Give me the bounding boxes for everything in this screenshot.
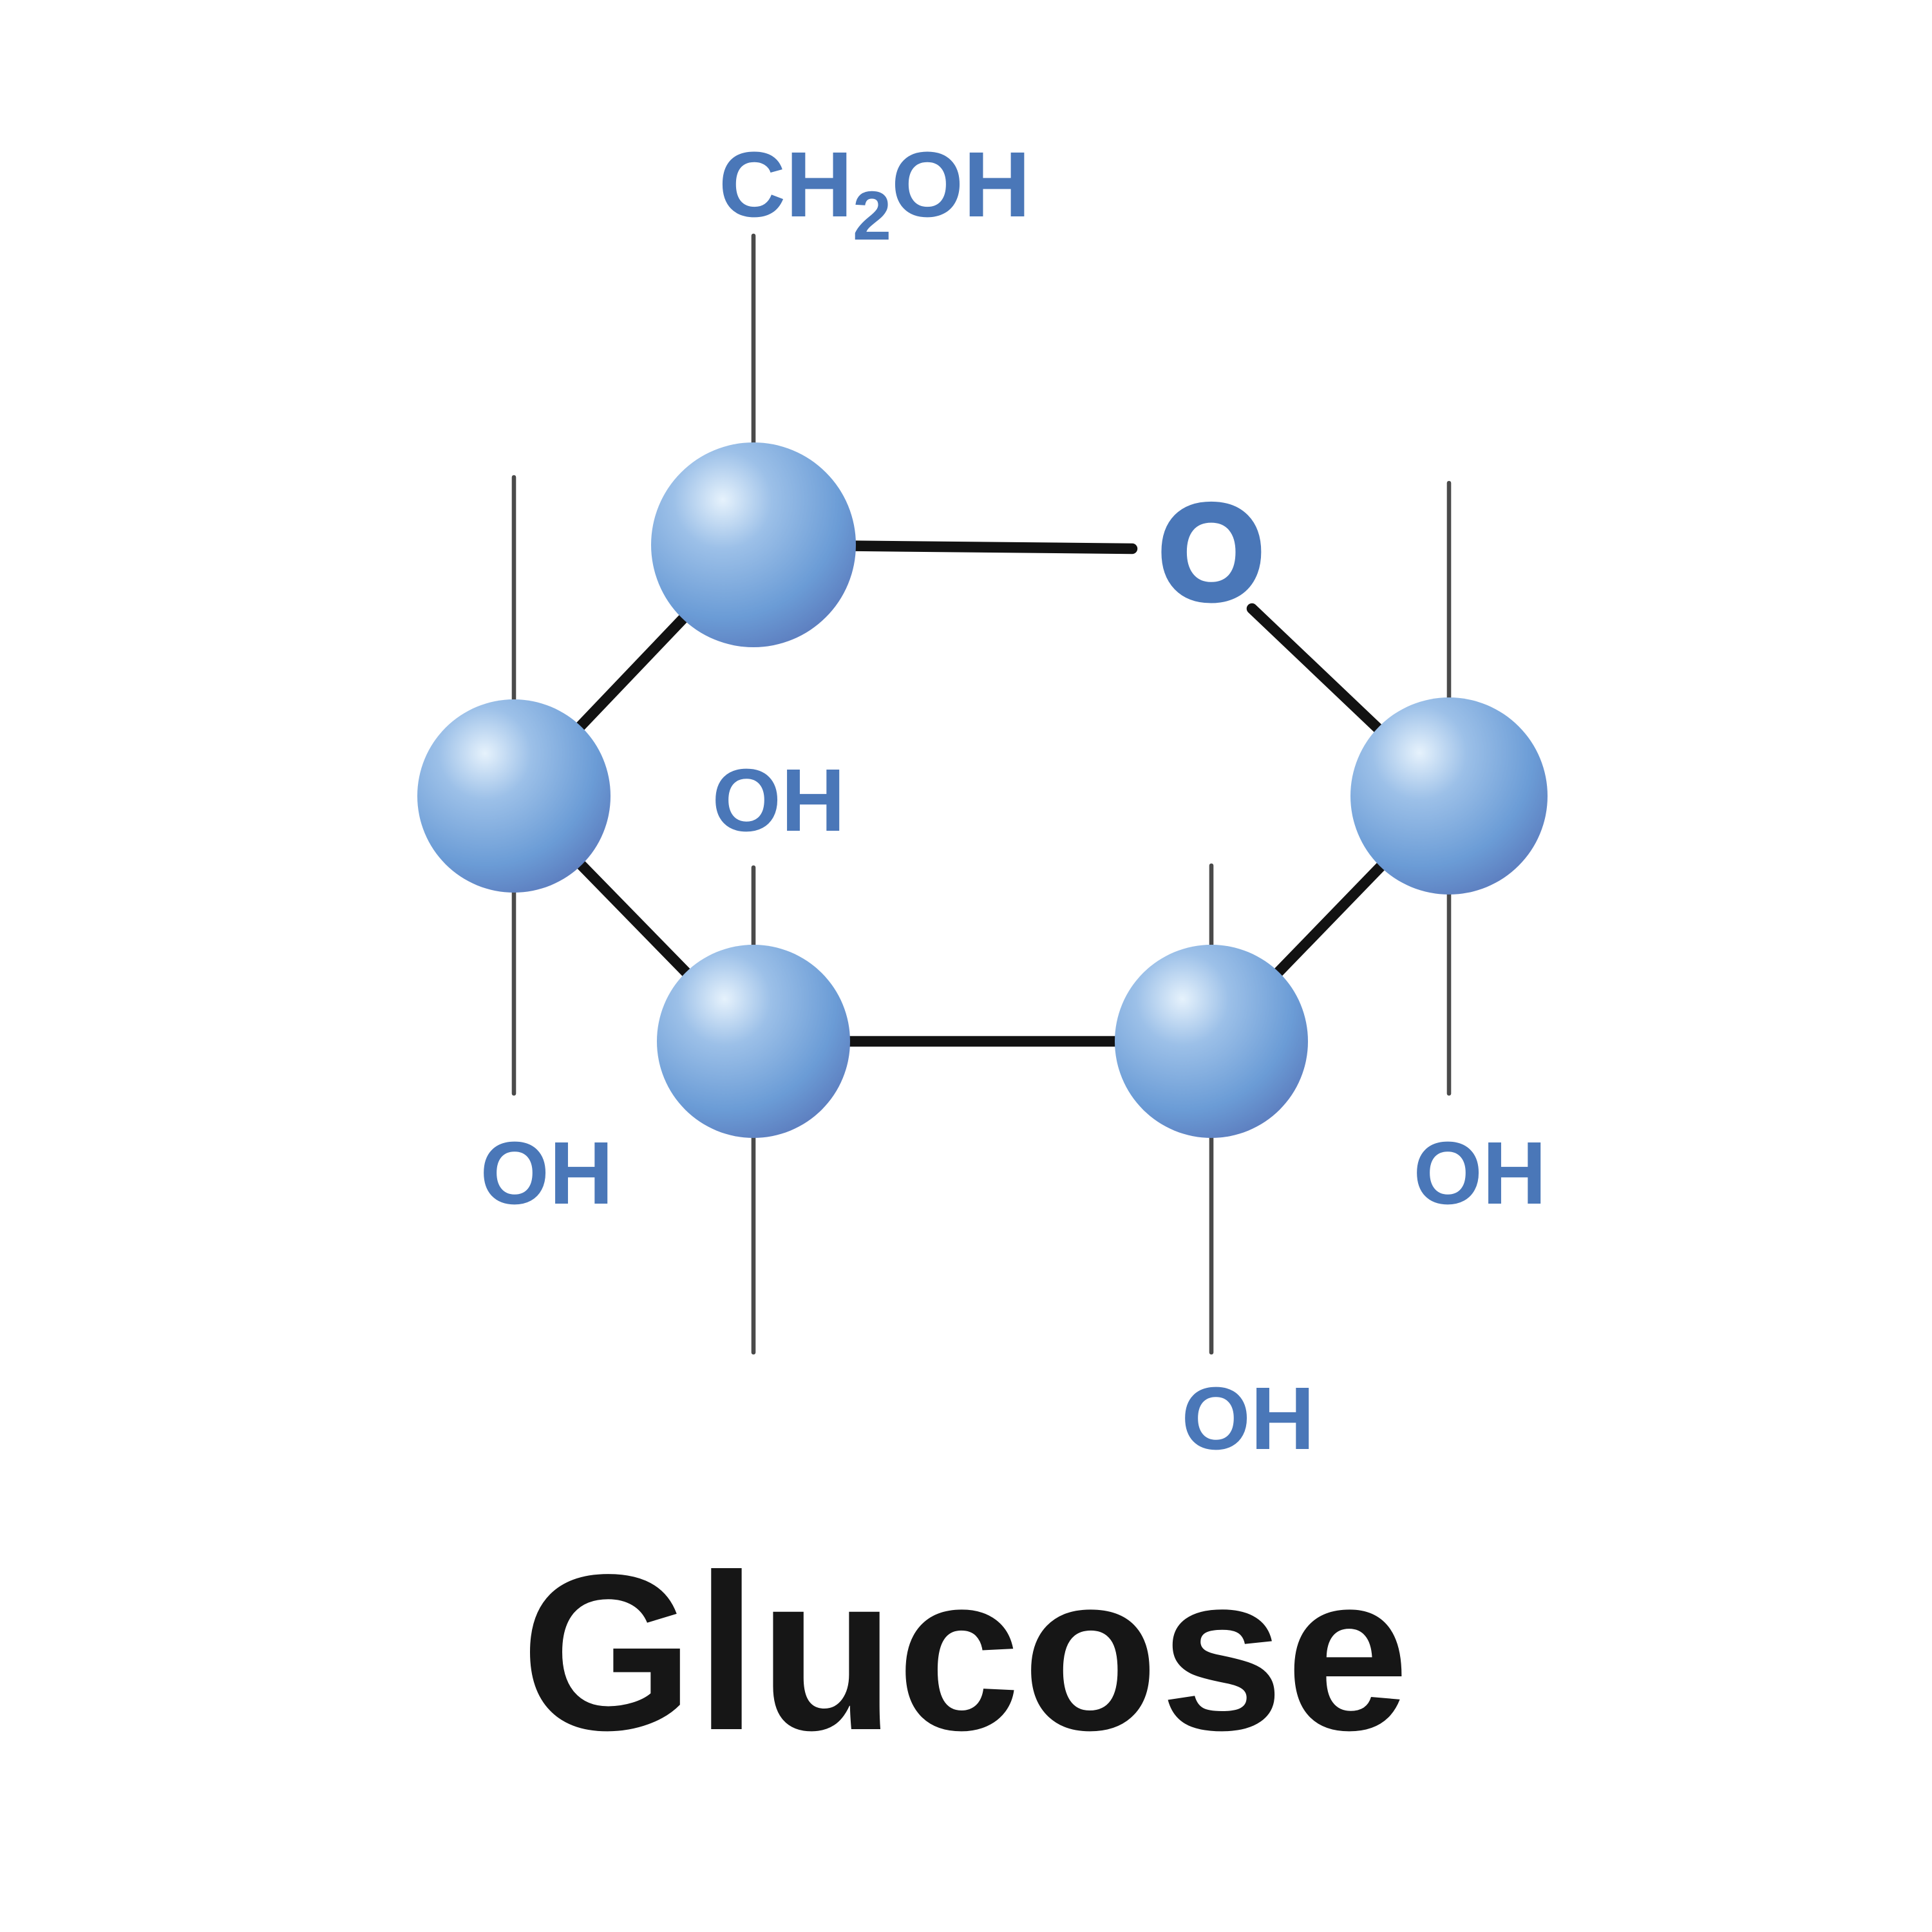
- carbon-atom-left: [417, 699, 611, 893]
- oh-label-inner: OH: [712, 751, 846, 850]
- oh-label-bottom: OH: [1182, 1369, 1315, 1468]
- carbon-atoms: [417, 442, 1548, 1138]
- oh-label-left: OH: [480, 1124, 614, 1223]
- ch2oh-prefix: CH: [719, 133, 853, 236]
- ring-oxygen-label: O: [1159, 477, 1264, 628]
- substituent-bonds: [511, 233, 1452, 1355]
- oh-label-right: OH: [1414, 1124, 1547, 1223]
- diagram-title: Glucose: [521, 1529, 1411, 1777]
- carbon-atom-top-left: [651, 442, 856, 647]
- ch2oh-subscript: 2: [853, 176, 891, 254]
- ch2oh-label: CH2OH: [719, 133, 1030, 254]
- carbon-atom-bottom-left: [657, 945, 850, 1138]
- carbon-atom-bottom-right: [1115, 945, 1308, 1138]
- carbon-atom-right: [1350, 697, 1548, 895]
- ch2oh-suffix: OH: [891, 133, 1030, 236]
